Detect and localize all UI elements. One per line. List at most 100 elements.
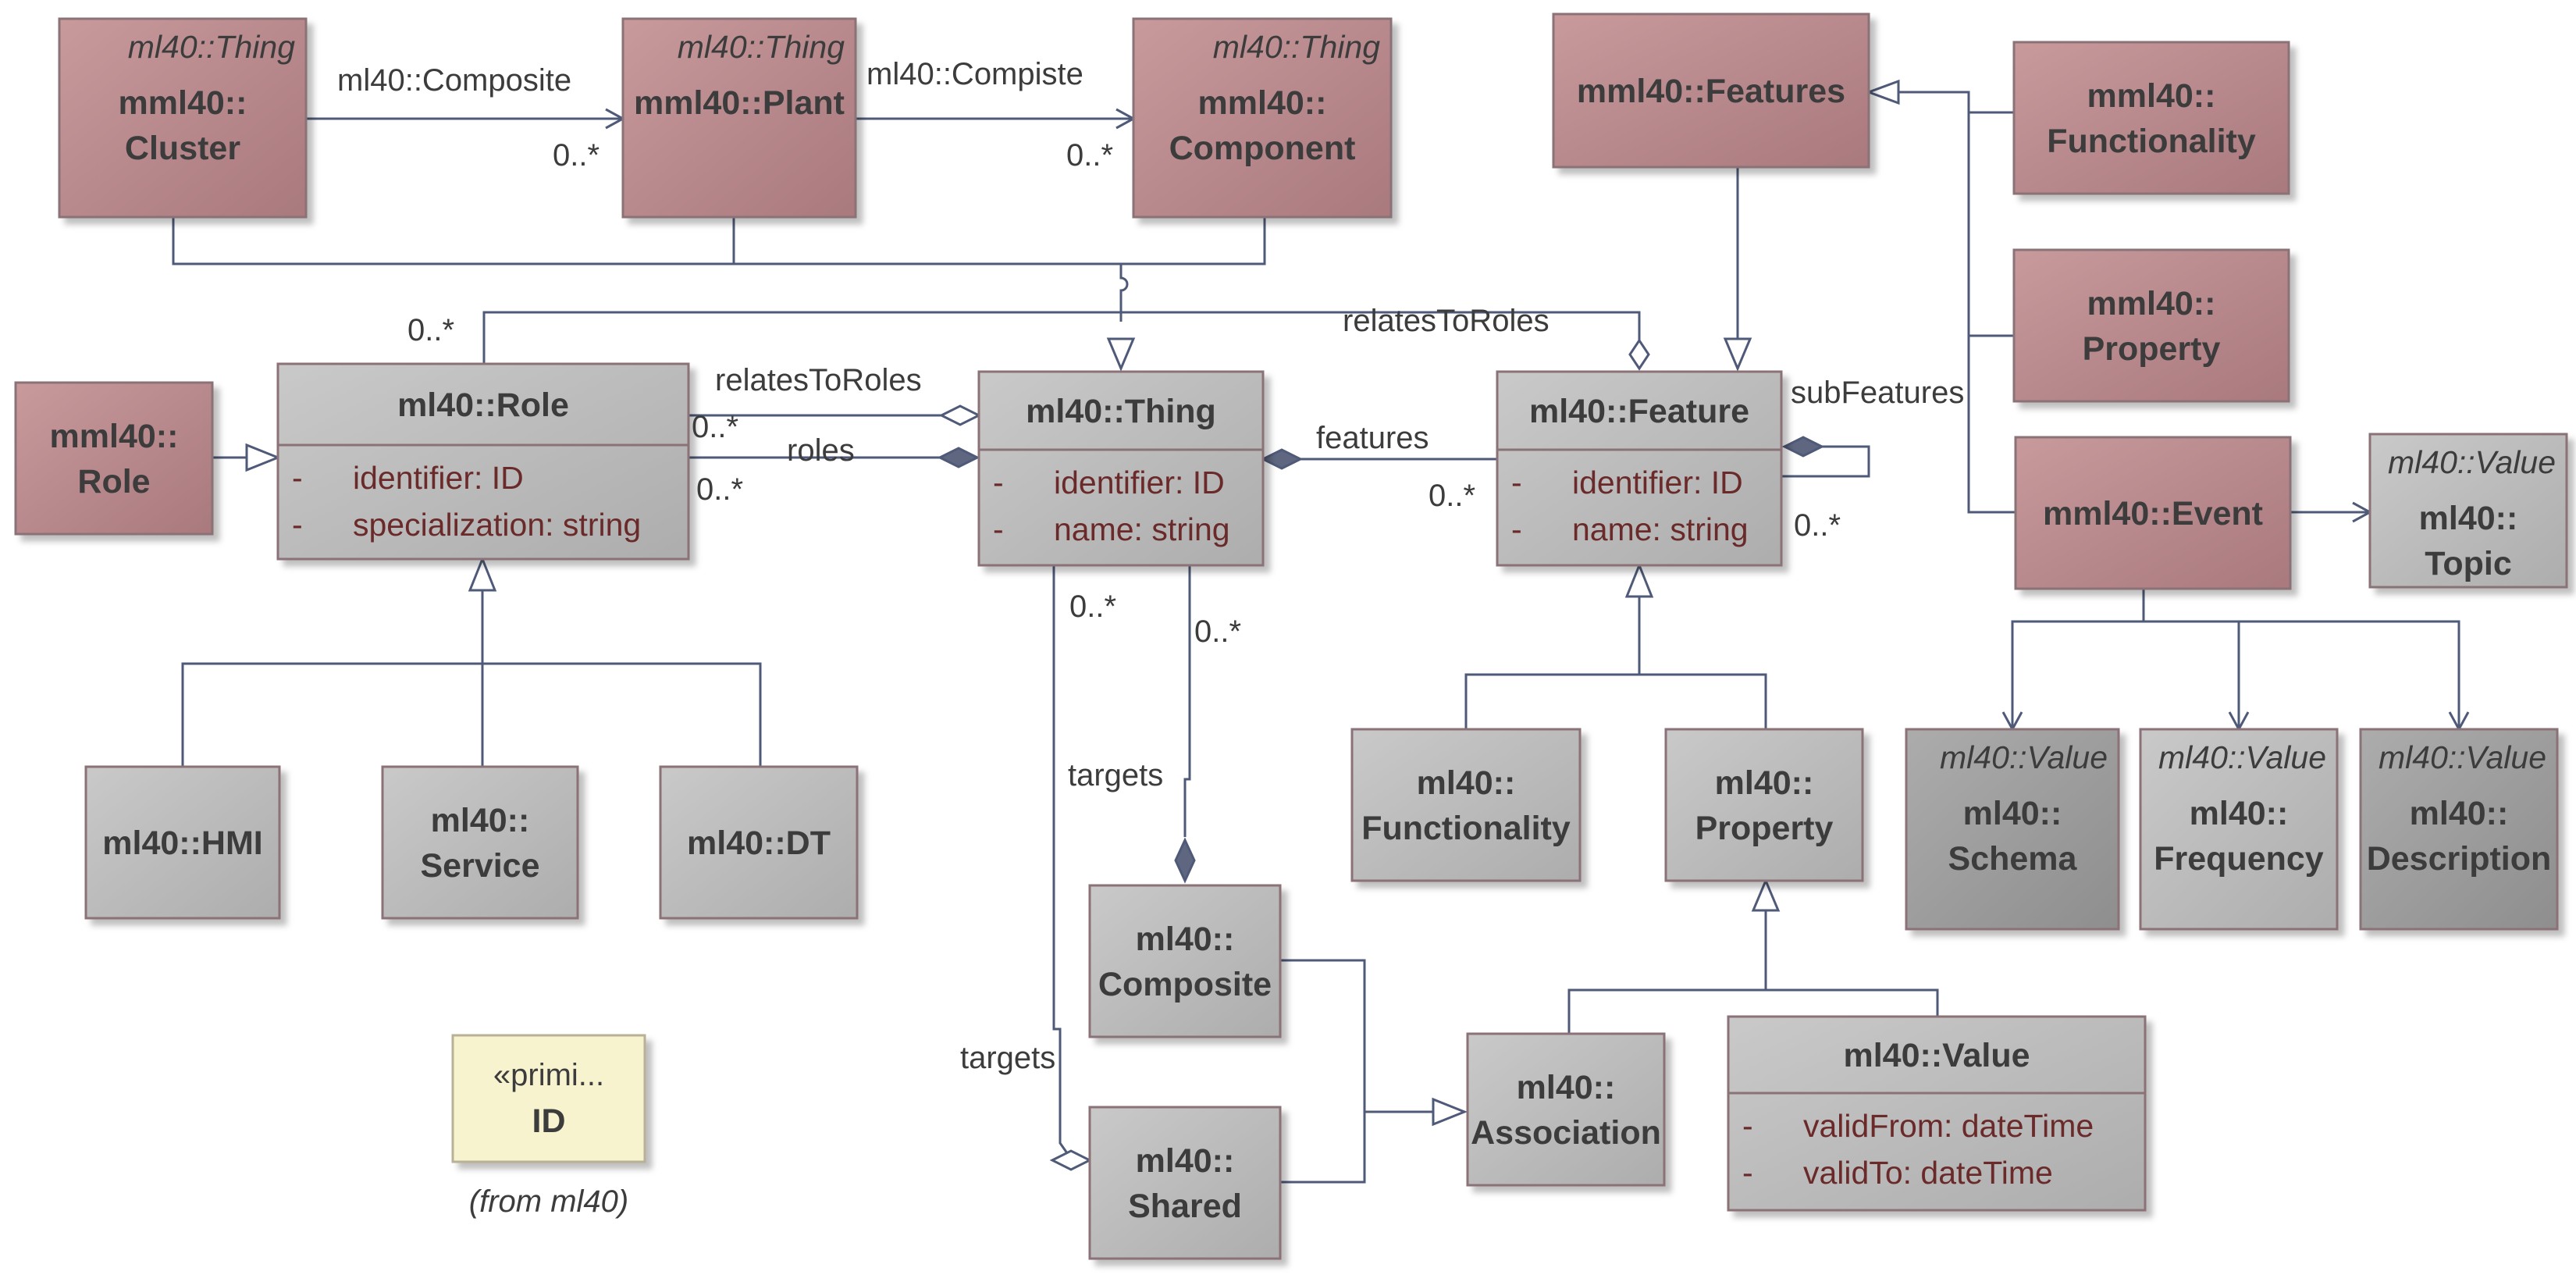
property-specialization-arrowhead <box>1751 878 1781 912</box>
class-stereotype: ml40::Value <box>1940 739 2108 775</box>
targets-shared-connector <box>1052 565 1073 1159</box>
class-box-frame <box>1088 1106 1282 1260</box>
subfeatures-connector <box>1781 445 1870 478</box>
class-box-frame <box>1132 17 1393 219</box>
relates-to-roles-diamond <box>938 404 982 426</box>
class-name-line: Functionality <box>2047 123 2256 160</box>
composite-association-line <box>1280 959 1366 1184</box>
class-box-frame <box>1088 884 1282 1038</box>
class-name-line: Description <box>2367 840 2552 878</box>
subfeatures-multiplicity: 0..* <box>1794 508 1841 543</box>
attribute-visibility: - <box>1742 1108 1753 1144</box>
thing-generalization-line <box>1119 264 1129 322</box>
class-name-line: mml40:: <box>119 84 247 122</box>
targets-composite-diamond <box>1174 837 1196 884</box>
targets-shared-multiplicity: 0..* <box>1069 589 1116 624</box>
class-box-frame <box>276 362 690 561</box>
event-values-line <box>2011 586 2145 729</box>
features-multiplicity: 0..* <box>1429 479 1475 513</box>
features-label: features <box>1316 421 1429 455</box>
class-box-ml-feature[interactable]: ml40::Feature-identifier: ID-name: strin… <box>1496 370 1783 567</box>
role-specialization-line <box>181 662 762 767</box>
primitive-id-note: «primi... ID <box>451 1034 646 1163</box>
attribute-text: validFrom: dateTime <box>1803 1108 2094 1144</box>
relates-to-roles-multiplicity: 0..* <box>692 410 738 444</box>
class-box-ml-value[interactable]: ml40::Value-validFrom: dateTime-validTo:… <box>1727 1015 2147 1212</box>
relates-to-roles-label: relatesToRoles <box>715 363 922 397</box>
targets-shared-label: targets <box>960 1041 1055 1075</box>
class-box-frame <box>2139 728 2339 931</box>
class-name-line: ml40:: <box>2190 795 2289 832</box>
event-frequency-line <box>2144 620 2460 729</box>
attribute-visibility: - <box>993 511 1004 547</box>
class-name-line: mml40:: <box>2087 77 2216 115</box>
class-name-line: ml40::Feature <box>1529 393 1749 430</box>
attribute-text: identifier: ID <box>1054 465 1225 500</box>
class-name-line: Topic <box>2425 545 2511 582</box>
class-box-ml-composite[interactable]: ml40::Composite <box>1088 884 1282 1038</box>
class-name-line: Shared <box>1128 1188 1242 1225</box>
class-box-frame <box>1350 728 1582 882</box>
attribute-visibility: - <box>1742 1155 1753 1191</box>
cluster-generalization-line <box>172 217 1266 265</box>
class-name-line: ml40:: <box>1136 1142 1235 1180</box>
attribute-text: validTo: dateTime <box>1803 1155 2053 1191</box>
class-box-ml-association[interactable]: ml40::Association <box>1466 1032 1666 1187</box>
class-name-line: Composite <box>1098 966 1272 1003</box>
class-box-frame <box>1727 1015 2147 1212</box>
relates-to-roles-top-label: relatesToRoles <box>1343 304 1550 338</box>
class-box-frame <box>381 765 579 920</box>
class-box-ml-functionality[interactable]: ml40::Functionality <box>1350 728 1582 882</box>
features-feature-arrowhead <box>1723 337 1752 372</box>
subfeatures-diamond <box>1781 436 1825 458</box>
class-name-line: ml40:: <box>2419 500 2518 537</box>
class-box-ml-service[interactable]: ml40::Service <box>381 765 579 920</box>
class-box-mml-role[interactable]: mml40::Role <box>14 381 214 536</box>
class-box-frame <box>84 765 281 920</box>
attribute-visibility: - <box>292 507 303 543</box>
class-box-frame <box>14 381 214 536</box>
attribute-text: identifier: ID <box>353 460 524 496</box>
plant-multiplicity: 0..* <box>553 138 600 173</box>
note-caption: (from ml40) <box>469 1184 628 1219</box>
class-box-ml-property[interactable]: ml40::Property <box>1664 728 1864 882</box>
class-box-frame <box>1552 12 1870 169</box>
association-arrowhead <box>1432 1097 1468 1127</box>
class-name-line: ml40:: <box>1517 1069 1616 1106</box>
class-box-mml-property[interactable]: mml40::Property <box>2012 248 2290 403</box>
class-box-frame <box>1905 728 2120 931</box>
class-box-ml-hmi[interactable]: ml40::HMI <box>84 765 281 920</box>
class-name-line: ml40:: <box>1715 764 1814 802</box>
class-box-mml-functionality[interactable]: mml40::Functionality <box>2012 41 2290 195</box>
features-diamond <box>1260 448 1304 470</box>
class-name-line: Schema <box>1948 840 2078 878</box>
class-name-line: mml40:: <box>1198 84 1327 122</box>
class-stereotype: ml40::Thing <box>128 29 295 65</box>
class-box-frame <box>2012 41 2290 195</box>
class-box-ml-role[interactable]: ml40::Role-identifier: ID-specialization… <box>276 362 690 561</box>
class-box-frame <box>2359 728 2559 931</box>
class-name-line: Property <box>1695 810 1834 847</box>
class-box-mml-event[interactable]: mml40::Event <box>2014 436 2292 590</box>
class-box-ml-thing[interactable]: ml40::Thing-identifier: ID-name: string <box>977 370 1265 567</box>
class-box-ml-dt[interactable]: ml40::DT <box>659 765 859 920</box>
relates-to-roles-top-diamond <box>1628 338 1650 371</box>
class-name-line: Frequency <box>2154 840 2324 878</box>
class-box-ml-shared[interactable]: ml40::Shared <box>1088 1106 1282 1260</box>
class-stereotype: ml40::Value <box>2158 739 2326 775</box>
class-box-frame <box>58 17 308 219</box>
class-name-line: Cluster <box>125 130 240 167</box>
class-name-line: ml40:: <box>1136 921 1235 958</box>
attribute-visibility: - <box>993 465 1004 500</box>
class-box-mml-features[interactable]: mml40::Features <box>1552 12 1870 169</box>
cluster-plant-label: ml40::Composite <box>337 63 571 98</box>
feature-specialization-line <box>1464 673 1767 729</box>
